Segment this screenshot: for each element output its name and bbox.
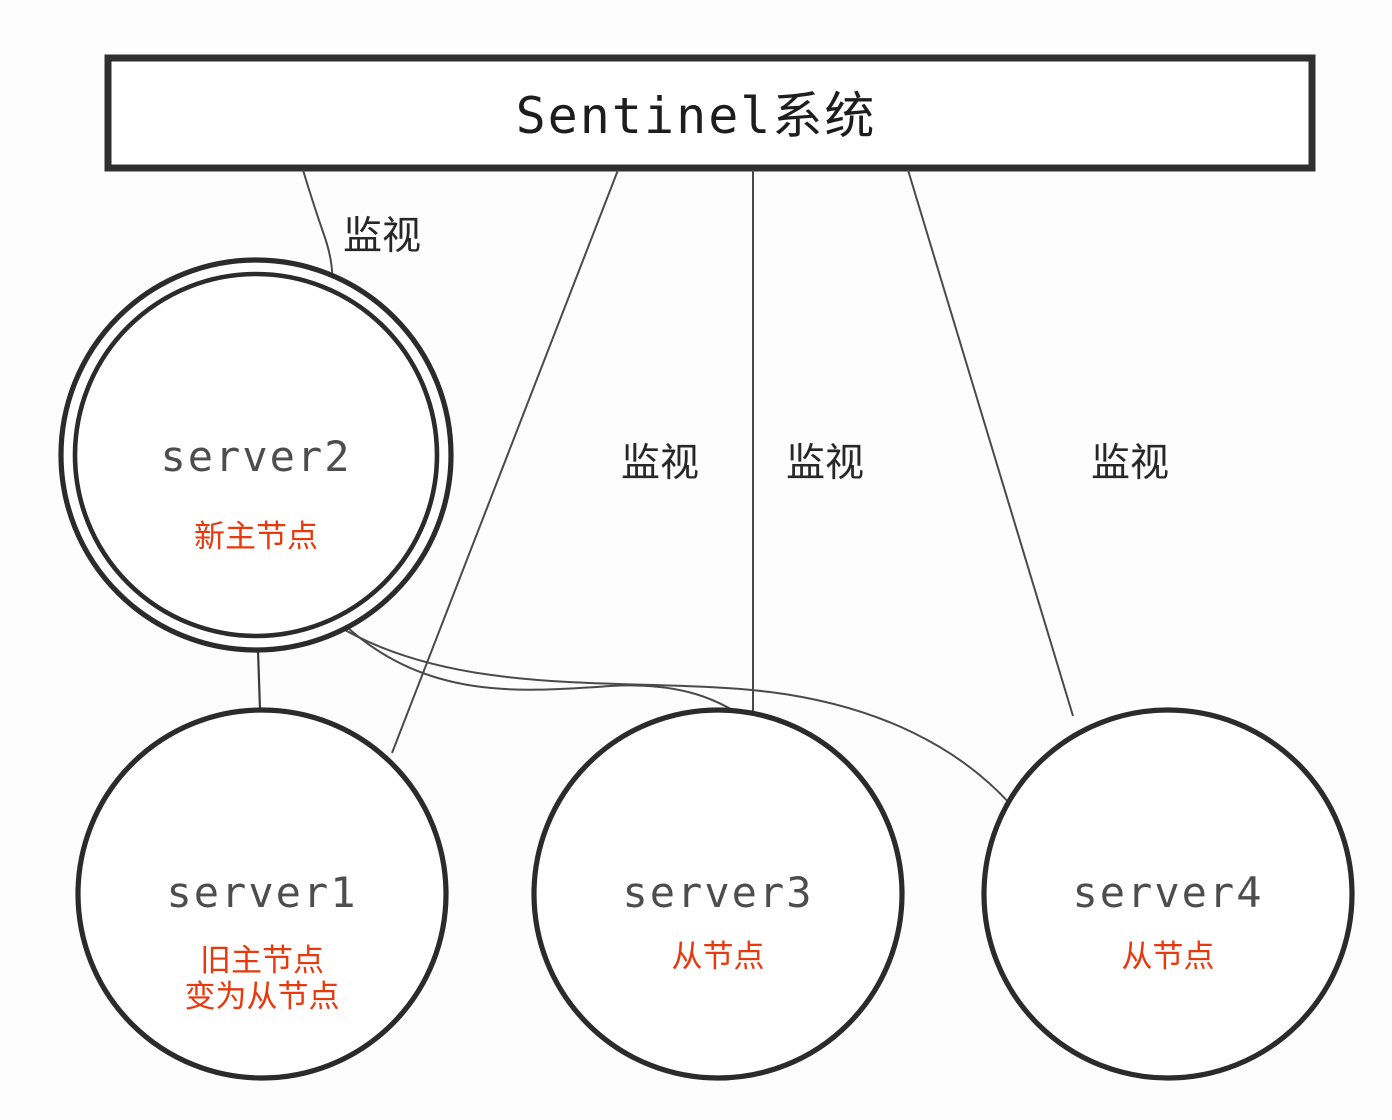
node-server2-inner-ring[interactable] [72,271,440,639]
node-server4-circle[interactable] [981,707,1355,1081]
replication-edge-server2-server1 [256,649,262,711]
node-label-server2: server2 [160,432,352,481]
node-role-server4: 从节点 [1121,939,1215,975]
node-server1-circle[interactable] [75,707,449,1081]
node-role-server1-line2: 变为从节点 [184,979,340,1015]
node-server3-circle[interactable] [531,707,905,1081]
monitor-label-server1: 监视 [620,441,699,486]
monitor-edge-server1 [391,169,619,754]
node-role-server2: 新主节点 [194,519,318,555]
replication-edge-server2-server3 [347,627,759,728]
node-label-server3: server3 [622,868,814,917]
node-label-server4: server4 [1072,868,1264,917]
replication-edge-server2-server4 [344,629,1013,807]
monitor-edge-server4 [907,169,1074,717]
node-role-server3: 从节点 [671,939,765,975]
monitor-label-server2: 监视 [342,214,421,259]
sentinel-system-box[interactable] [104,54,1316,172]
node-role-server1-line1: 旧主节点 [200,943,324,979]
monitor-label-server4: 监视 [1090,441,1169,486]
monitor-edge-server2 [302,169,334,286]
sentinel-system-title: Sentinel系统 [515,87,877,145]
node-label-server1: server1 [166,868,358,917]
monitor-label-server3: 监视 [785,441,864,486]
